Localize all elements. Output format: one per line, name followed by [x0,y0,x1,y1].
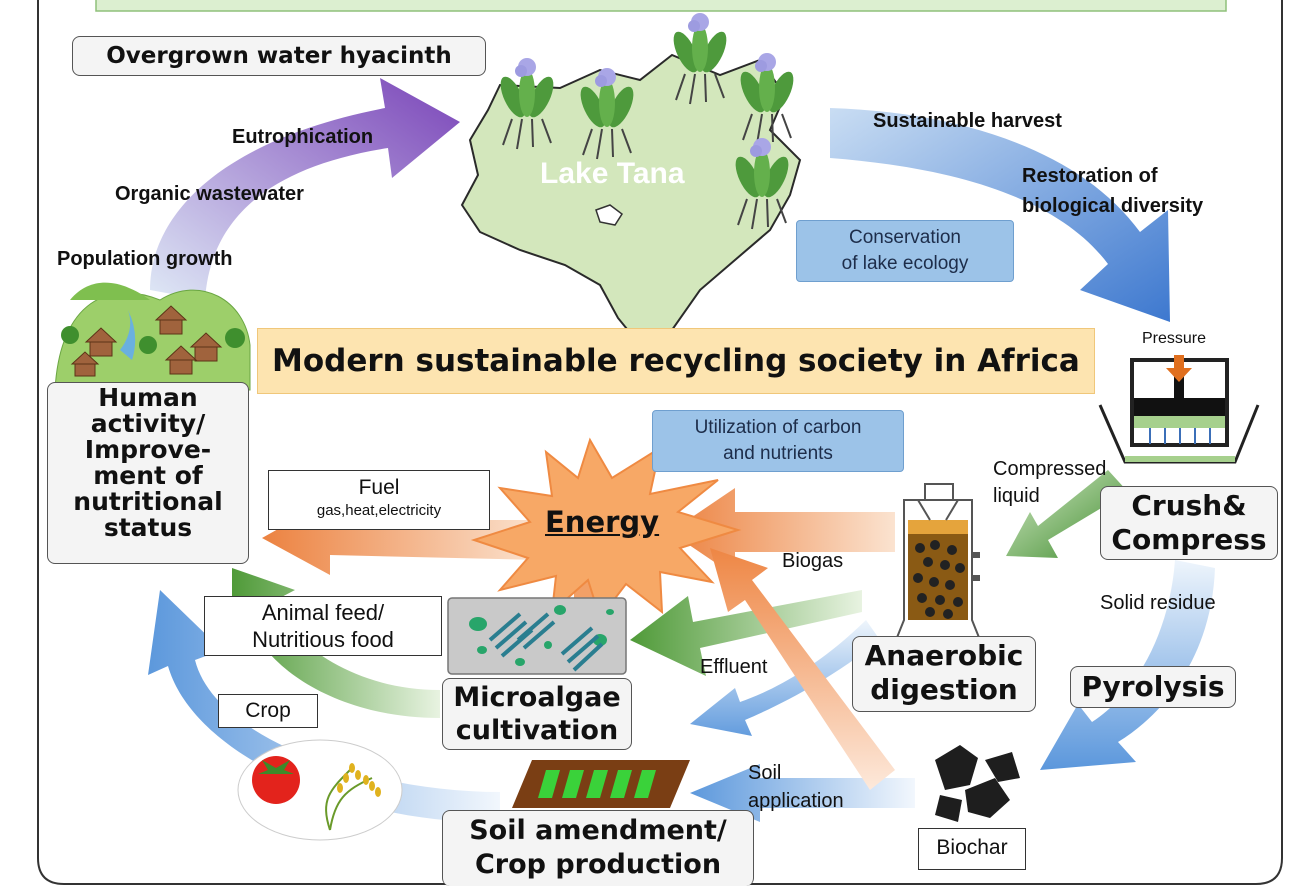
label-energy: Energy [545,505,660,539]
anaerobic-line1: Anaerobic [864,639,1024,672]
label-pressure: Pressure [1142,330,1207,347]
node-microalgae-cultivation: Microalgae cultivation [442,678,632,750]
label-soil-app-line1: Soil [748,762,782,784]
water-hyacinth-icon [500,13,794,230]
animal-feed-line2: Nutritious food [252,627,394,652]
label-soil-app-line2: application [748,790,844,812]
arrow-soil-application [690,764,915,822]
label-crop-box: Crop [218,694,318,728]
microalgae-line1: Microalgae [453,682,621,713]
microalgae-icon [447,597,627,675]
crush-line1: Crush& [1131,489,1247,522]
label-compressed-line2: liquid [993,485,1040,507]
node-crush-compress: Crush& Compress [1100,486,1278,560]
label-effluent: Effluent [700,656,768,678]
human-line3: Improve- [84,435,212,464]
label-overgrown-water-hyacinth: Overgrown water hyacinth [72,36,486,76]
label-utilization-carbon-nutrients: Utilization of carbon and nutrients [652,410,904,472]
press-icon [1098,355,1260,464]
human-line5: nutritional [73,487,223,516]
tomato-rice-icon [237,739,403,841]
arrow-sustainable-harvest [830,108,1170,322]
soil-line2: Crop production [474,849,722,880]
node-pyrolysis: Pyrolysis [1070,666,1236,708]
lake-label: Lake Tana [540,157,685,190]
conservation-line2: of lake ecology [841,253,969,274]
node-anaerobic-digestion: Anaerobic digestion [852,636,1036,712]
village-icon [54,282,251,391]
lake-island [595,204,624,226]
central-banner [257,328,1095,394]
human-line4: ment of [93,461,203,490]
utilization-line1: Utilization of carbon [694,417,862,438]
label-restoration-line1: Restoration of [1022,165,1158,187]
label-solid-residue: Solid residue [1100,592,1216,614]
digester-icon [894,483,982,641]
label-fuel-box: Fuel gas,heat,electricity [268,470,490,530]
label-sustainable-harvest: Sustainable harvest [873,110,1062,132]
label-organic-wastewater: Organic wastewater [115,183,304,205]
biochar-icon [935,745,1020,822]
central-banner-text: Modern sustainable recycling society in … [272,343,1080,379]
microalgae-line2: cultivation [455,715,619,746]
node-soil-amendment: Soil amendment/ Crop production [442,810,754,886]
label-biogas: Biogas [782,550,844,572]
node-human-activity: Human activity/ Improve- ment of nutriti… [47,382,249,564]
fuel-title: Fuel [358,476,400,499]
human-line6: status [103,513,193,542]
fuel-subtitle: gas,heat,electricity [316,502,442,519]
human-line1: Human [98,383,198,412]
arrow-soil-energy [710,548,895,790]
crop-field-icon [512,760,690,808]
utilization-line2: and nutrients [723,443,833,464]
arrow-eutrophication [150,78,460,300]
label-eutrophication: Eutrophication [232,126,374,148]
top-banner [95,0,1227,12]
crush-line2: Compress [1111,523,1267,556]
arrow-solid-residue [1040,560,1215,770]
soil-line1: Soil amendment/ [469,815,727,846]
animal-feed-line1: Animal feed/ [261,600,385,625]
conservation-line1: Conservation [849,227,961,248]
arrow-effluent-to-soil [690,620,880,736]
label-restoration-line2: biological diversity [1022,195,1204,217]
anaerobic-line2: digestion [870,673,1018,706]
arrow-compressed-liquid [1006,470,1128,558]
human-line2: activity/ [90,409,206,438]
arrow-effluent [630,590,862,676]
label-conservation-lake-ecology: Conservation of lake ecology [796,220,1014,282]
arrow-fuel [262,500,540,575]
label-animal-feed-box: Animal feed/ Nutritious food [204,596,442,656]
label-biochar-box: Biochar [918,828,1026,870]
label-population-growth: Population growth [57,248,233,270]
label-compressed-line1: Compressed [993,458,1107,480]
